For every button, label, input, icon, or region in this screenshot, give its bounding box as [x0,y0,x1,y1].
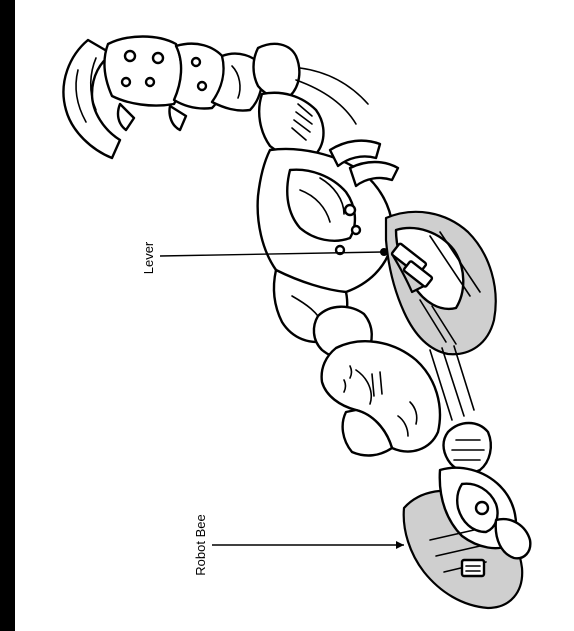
lobster-head [254,44,369,157]
robot-bee [404,423,531,608]
lever-label: Lever [141,241,156,274]
upper-claw-with-lever [380,212,496,354]
robot-bee-label: Robot Bee [193,514,208,575]
lobster-tail [63,37,262,159]
